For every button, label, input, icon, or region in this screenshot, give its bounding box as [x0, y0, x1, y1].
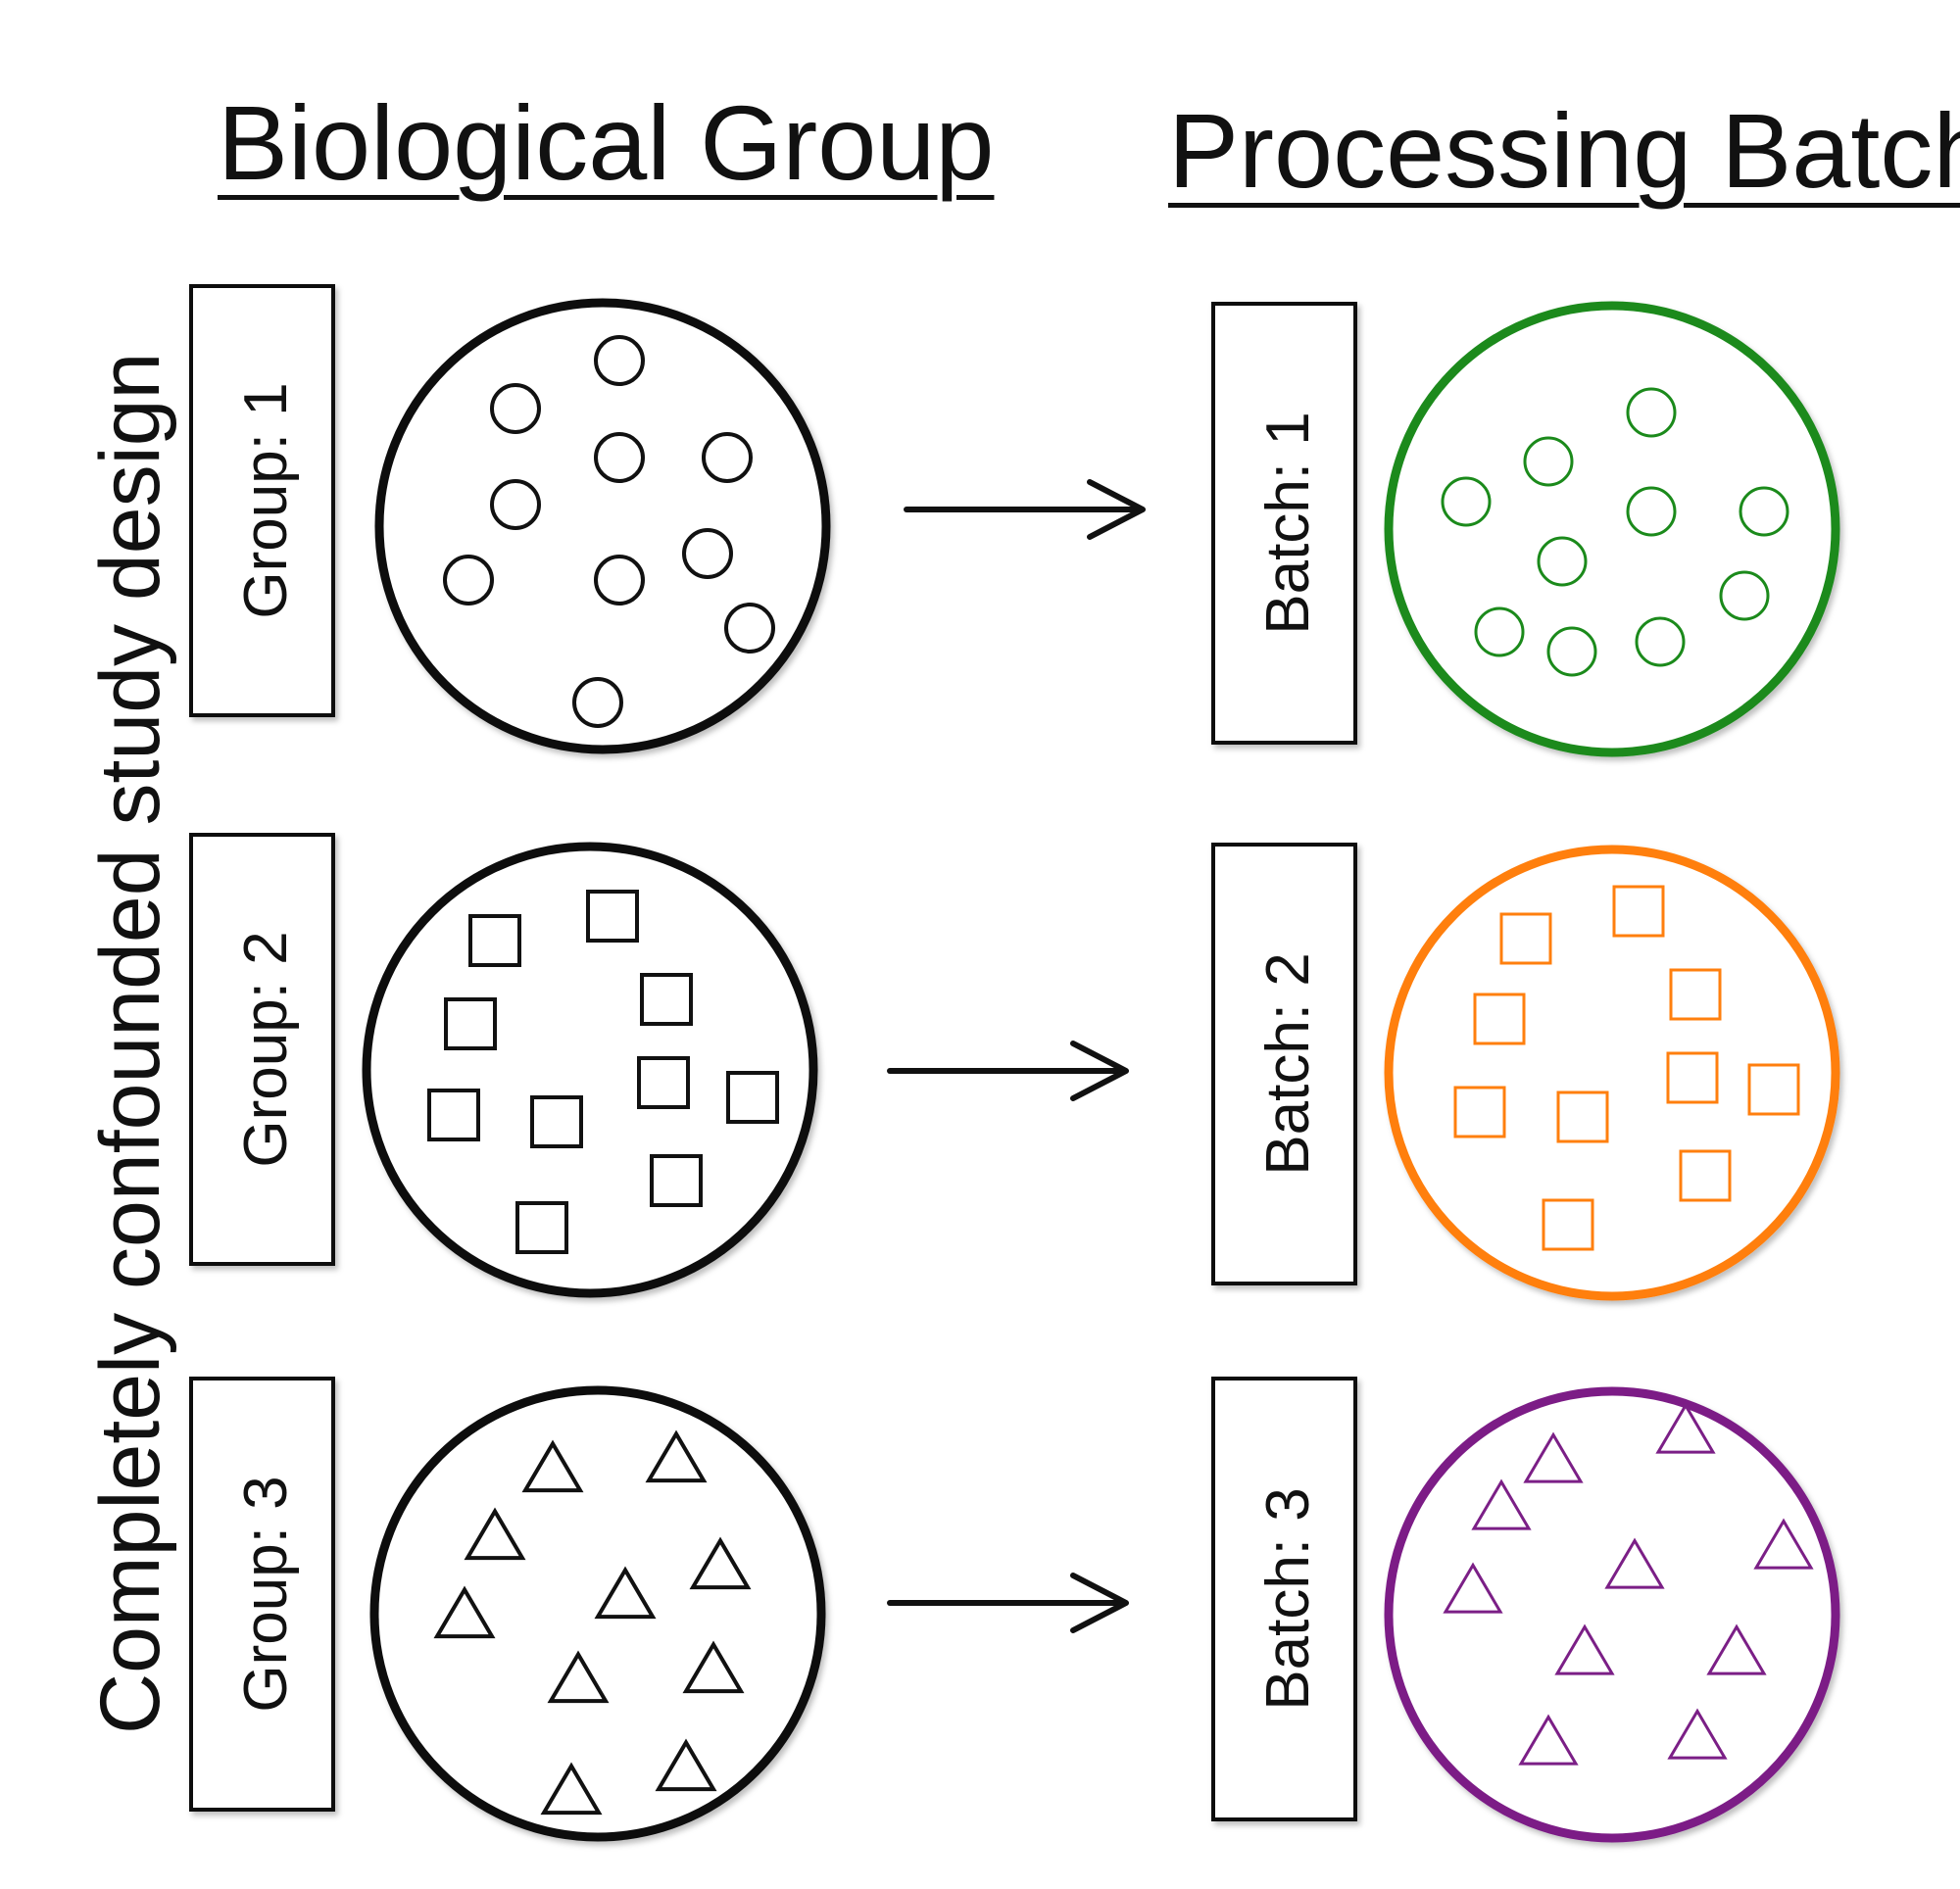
- group-2-sample-square-5: [637, 1056, 690, 1109]
- batch-2-sample-square-10: [1542, 1198, 1594, 1251]
- group-2-sample-square-6: [726, 1071, 779, 1124]
- batch-1-sample-circle-9: [1546, 626, 1597, 677]
- group-1-sample-circle-10: [572, 677, 623, 728]
- group-2-sample-square-4: [444, 997, 497, 1050]
- processing-batch-header: Processing Batch: [1168, 91, 1960, 210]
- arrow-row-1: [904, 479, 1146, 540]
- batch-3-sample-triangle-3: [1471, 1478, 1532, 1530]
- batch-3-sample-triangle-9: [1518, 1714, 1579, 1766]
- batch-2-sample-square-7: [1453, 1086, 1506, 1138]
- batch-label-1: Batch: 1: [1254, 412, 1322, 634]
- batch-3-sample-triangle-6: [1604, 1537, 1665, 1589]
- group-3-sample-triangle-7: [547, 1650, 610, 1704]
- group-3-sample-triangle-4: [689, 1536, 752, 1590]
- batch-2-sample-square-1: [1612, 885, 1665, 938]
- group-1-sample-circle-5: [490, 479, 541, 530]
- group-circle-1: [374, 298, 831, 754]
- batch-2-sample-square-2: [1499, 912, 1552, 965]
- group-3-sample-triangle-1: [645, 1429, 708, 1483]
- group-3-sample-triangle-5: [433, 1585, 496, 1639]
- batch-3-sample-triangle-1: [1655, 1402, 1716, 1454]
- group-3-sample-triangle-6: [594, 1566, 657, 1620]
- batch-label-box-3: Batch: 3: [1211, 1377, 1357, 1821]
- biological-group-header: Biological Group: [218, 83, 995, 202]
- batch-circle-1: [1384, 301, 1840, 757]
- group-label-box-2: Group: 2: [189, 833, 335, 1266]
- group-1-sample-circle-8: [594, 555, 645, 605]
- batch-1-sample-circle-7: [1719, 570, 1770, 621]
- group-2-sample-square-2: [468, 914, 521, 967]
- group-2-sample-square-3: [640, 973, 693, 1026]
- group-label-box-3: Group: 3: [189, 1377, 335, 1812]
- group-3-sample-triangle-10: [655, 1738, 717, 1792]
- arrow-row-2: [887, 1041, 1129, 1101]
- batch-circle-2: [1384, 845, 1840, 1301]
- batch-1-sample-circle-1: [1626, 387, 1677, 438]
- batch-circle-3: [1384, 1386, 1840, 1843]
- group-3-sample-triangle-2: [521, 1439, 584, 1493]
- batch-2-sample-square-6: [1747, 1063, 1800, 1116]
- batch-3-sample-triangle-10: [1667, 1708, 1728, 1760]
- arrow-row-3: [887, 1573, 1129, 1633]
- group-1-sample-circle-3: [594, 432, 645, 483]
- batch-1-sample-circle-5: [1739, 486, 1789, 537]
- batch-label-3: Batch: 3: [1254, 1487, 1322, 1710]
- group-1-sample-circle-2: [490, 383, 541, 434]
- batch-3-sample-triangle-2: [1523, 1431, 1584, 1483]
- batch-label-box-2: Batch: 2: [1211, 843, 1357, 1285]
- batch-2-sample-square-9: [1679, 1149, 1732, 1202]
- batch-1-sample-circle-8: [1474, 606, 1525, 657]
- group-label-1: Group: 1: [232, 382, 300, 618]
- group-label-2: Group: 2: [232, 931, 300, 1167]
- group-label-3: Group: 3: [232, 1476, 300, 1712]
- group-3-sample-triangle-8: [682, 1640, 745, 1694]
- group-1-sample-circle-7: [443, 555, 494, 605]
- batch-1-sample-circle-6: [1537, 536, 1588, 587]
- group-label-box-1: Group: 1: [189, 284, 335, 717]
- batch-1-sample-circle-10: [1635, 616, 1686, 667]
- batch-label-box-1: Batch: 1: [1211, 302, 1357, 745]
- batch-3-sample-triangle-5: [1443, 1562, 1503, 1614]
- group-1-sample-circle-1: [594, 335, 645, 386]
- group-1-sample-circle-6: [682, 528, 733, 579]
- batch-1-sample-circle-3: [1441, 476, 1492, 527]
- group-2-sample-square-7: [427, 1089, 480, 1141]
- batch-1-sample-circle-4: [1626, 486, 1677, 537]
- study-design-label: Completely confounded study design: [83, 353, 177, 1734]
- batch-2-sample-square-4: [1473, 993, 1526, 1045]
- batch-2-sample-square-8: [1556, 1090, 1609, 1143]
- batch-3-sample-triangle-4: [1753, 1518, 1814, 1570]
- group-3-sample-triangle-9: [540, 1762, 603, 1816]
- group-2-sample-square-1: [586, 890, 639, 943]
- group-1-sample-circle-9: [724, 603, 775, 654]
- group-1-sample-circle-4: [702, 432, 753, 483]
- batch-label-2: Batch: 2: [1254, 952, 1322, 1175]
- batch-2-sample-square-3: [1669, 968, 1722, 1021]
- batch-3-sample-triangle-8: [1706, 1623, 1767, 1675]
- group-3-sample-triangle-3: [464, 1507, 526, 1561]
- group-2-sample-square-9: [650, 1154, 703, 1207]
- batch-3-sample-triangle-7: [1554, 1623, 1615, 1675]
- group-2-sample-square-10: [515, 1201, 568, 1254]
- batch-2-sample-square-5: [1666, 1051, 1719, 1104]
- batch-1-sample-circle-2: [1523, 436, 1574, 487]
- group-2-sample-square-8: [530, 1095, 583, 1148]
